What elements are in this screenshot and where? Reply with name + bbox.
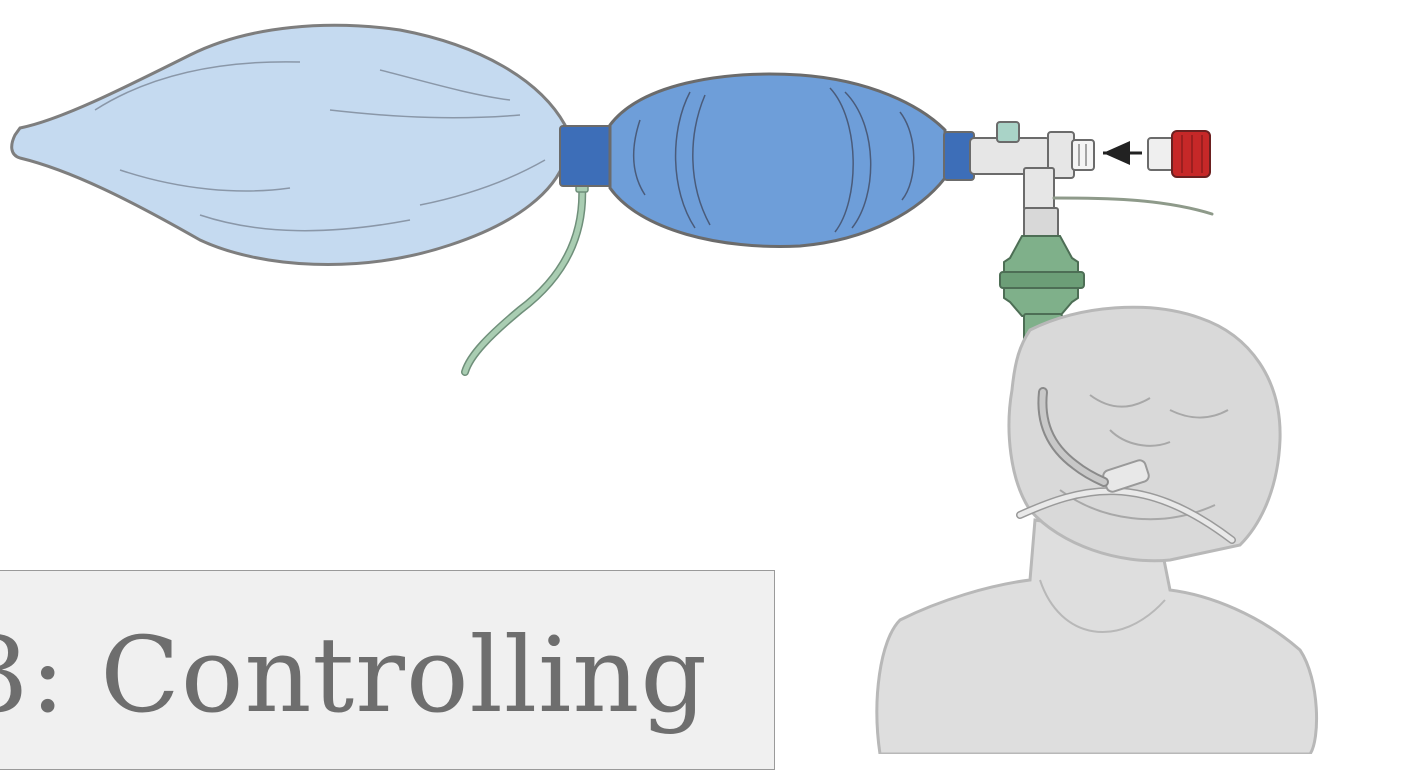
peep-valve-cap-icon — [1147, 130, 1211, 178]
patient-icon — [875, 305, 1318, 754]
endotracheal-tube-icon — [1037, 387, 1109, 487]
self-inflating-bag-icon — [559, 72, 975, 248]
caption-text: 3: Controlling — [0, 614, 708, 736]
sampling-line-icon — [1052, 196, 1214, 216]
reservoir-bag-icon — [10, 23, 567, 266]
t-piece-connector-icon — [969, 121, 1095, 211]
resuscitation-illustration — [10, 23, 1318, 754]
caption-box: 3: Controlling — [0, 570, 775, 770]
